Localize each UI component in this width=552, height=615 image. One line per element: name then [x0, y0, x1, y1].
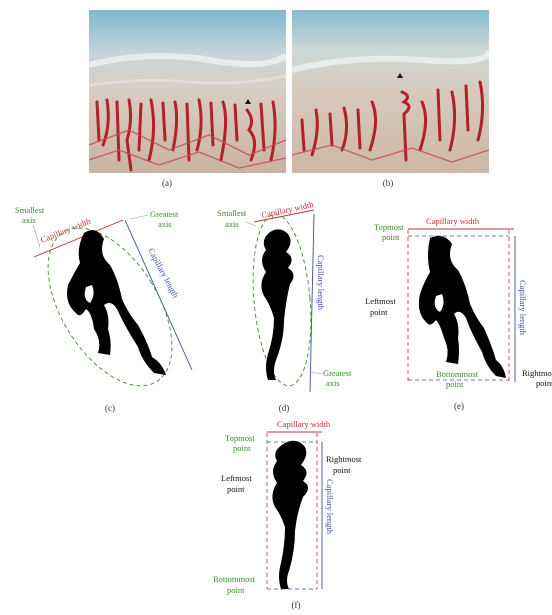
capillary-width-label: Capillary width	[260, 199, 315, 220]
capillary-width-label: Capillary width	[277, 419, 331, 429]
capillary-width-label: Capillary width	[426, 216, 480, 226]
nailfold-photo-a	[89, 10, 286, 173]
topmost-label-line1: Topmost	[374, 222, 404, 232]
nailfold-photo-b	[292, 10, 489, 173]
rightmost-label-line2: point	[333, 465, 351, 475]
smallest-axis-label-line2: axis	[225, 219, 239, 229]
topmost-label-line2: point	[233, 443, 251, 453]
bottommost-label-line1: Bottommost	[436, 369, 479, 379]
caption-c: (c)	[95, 403, 125, 413]
length-arrow	[310, 214, 314, 392]
capillary-length-label: Capillary length	[518, 280, 528, 336]
topmost-label-line1: Topmost	[225, 433, 255, 443]
rightmost-label-line2: point	[536, 378, 552, 388]
smallest-axis-label-line1: Smallest	[217, 208, 247, 218]
bottommost-label-line1: Bottommost	[213, 574, 256, 584]
smallest-axis-label-line2: axis	[22, 215, 36, 225]
greatest-axis-label-line1: Greatest	[323, 368, 352, 378]
rightmost-label-line1: Rightmost	[326, 454, 362, 464]
capillary-length-label: Capillary length	[325, 479, 335, 535]
capillary-length-label: Capillary length	[316, 255, 326, 311]
caption-f: (f)	[281, 600, 311, 610]
leftmost-label-line1: Leftmost	[365, 296, 396, 306]
smallest-axis-label-line1: Smallest	[15, 205, 45, 215]
topmost-label-line2: point	[382, 232, 400, 242]
capillary-silhouette	[419, 236, 506, 378]
greatest-axis-label-line2: axis	[326, 378, 340, 388]
greatest-axis-label-line2: axis	[158, 219, 172, 229]
bottommost-label-line2: point	[446, 379, 464, 389]
caption-e: (e)	[444, 401, 474, 411]
leftmost-label-line2: point	[370, 307, 388, 317]
panel-d-diagram: Smallest axis Capillary width Capillary …	[210, 200, 360, 400]
caption-b: (b)	[373, 178, 403, 188]
capillary-silhouette	[272, 441, 308, 589]
greatest-axis-label-line1: Greatest	[150, 209, 179, 219]
capillary-silhouette	[261, 229, 293, 380]
rightmost-label-line1: Rightmost	[522, 368, 552, 378]
greatest-axis-pointer	[130, 215, 148, 219]
caption-d: (d)	[269, 403, 299, 413]
bottommost-label-line2: point	[227, 585, 245, 595]
leftmost-label-line1: Leftmost	[221, 473, 252, 483]
panel-c-diagram: Smallest axis Greatest axis Capillary wi…	[0, 195, 200, 415]
panel-e-diagram: Topmost point Capillary width Capillary …	[360, 210, 552, 400]
panel-f-diagram: Capillary width Topmost point Capillary …	[205, 413, 385, 600]
smallest-axis-pointer	[246, 222, 256, 226]
caption-a: (a)	[152, 178, 182, 188]
leftmost-label-line2: point	[227, 484, 245, 494]
capillary-length-label: Capillary length	[146, 246, 181, 300]
greatest-axis-pointer	[310, 372, 322, 374]
